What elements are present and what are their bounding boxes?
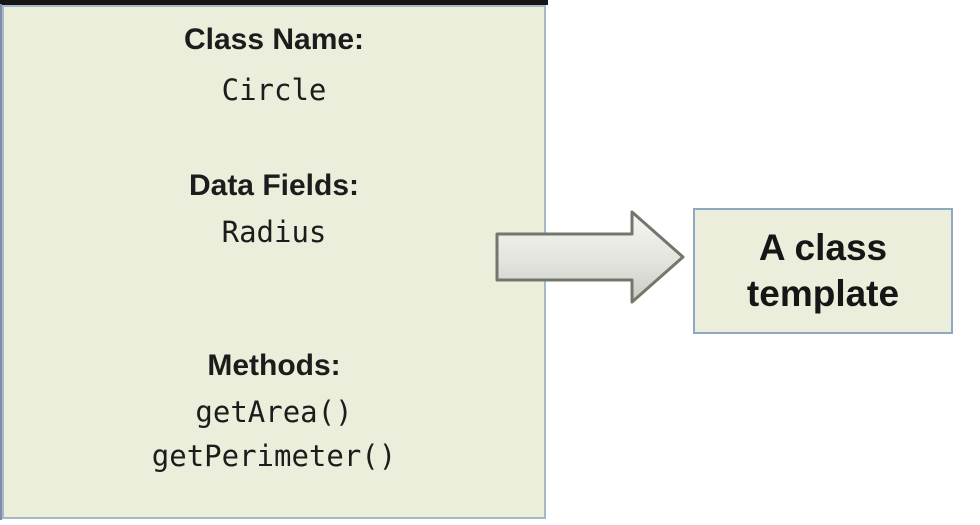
top-edge-bar [0,0,548,5]
data-fields-label: Data Fields: [188,169,360,202]
class-name-label: Class Name: [183,23,365,56]
methods-label: Methods: [207,349,341,382]
class-template-box: Class Name: Circle Data Fields: Radius M… [2,5,546,519]
right-block-arrow-icon [493,207,689,309]
method-item: getArea() [195,395,353,429]
left-edge-line [0,4,2,520]
class-name-value: Circle [221,73,327,107]
data-fields-value: Radius [221,215,327,249]
annotation-box: A class template [693,208,953,334]
annotation-line-1: A class [758,227,888,268]
annotation-line-2: template [746,273,900,314]
method-item: getPerimeter() [151,439,397,473]
